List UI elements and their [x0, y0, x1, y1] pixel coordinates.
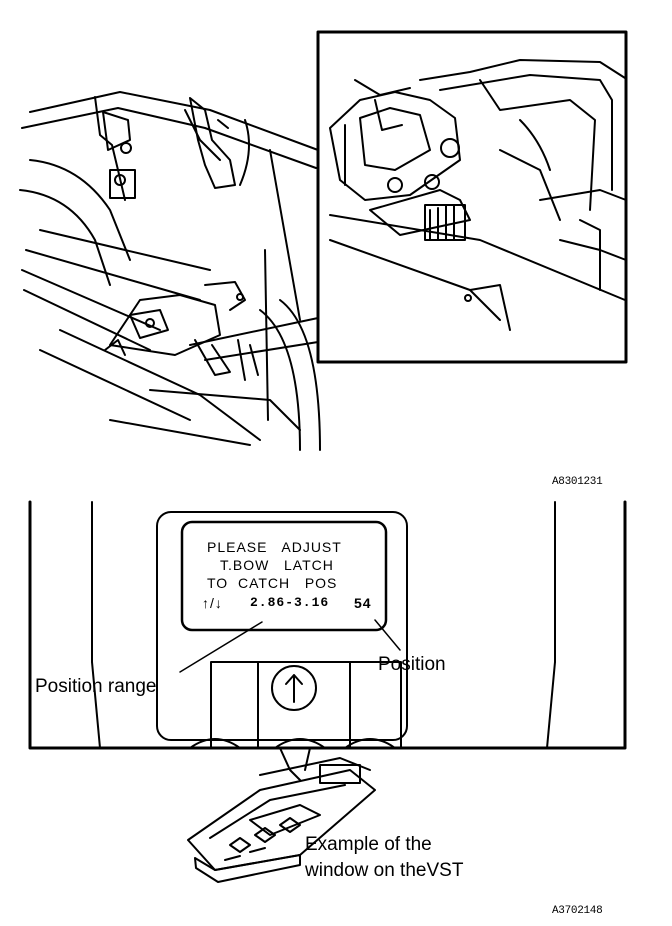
display-position-range: 2.86-3.16 — [250, 595, 330, 610]
vehicle-frame-drawing — [19, 91, 321, 451]
display-line-1: PLEASE ADJUST — [207, 539, 342, 555]
label-position-range: Position range — [35, 676, 157, 697]
figure-code-top: A8301231 — [552, 476, 603, 488]
display-position-value: 54 — [354, 595, 372, 611]
label-example-line2: window on theVST — [305, 860, 464, 881]
display-line-3: TO CATCH POS — [207, 575, 338, 591]
display-line-2: T.BOW LATCH — [220, 557, 334, 573]
display-arrows: ↑/↓ — [202, 595, 223, 611]
zoom-inset — [316, 30, 628, 364]
label-example-line1: Example of the — [305, 834, 432, 855]
vst-tool-drawing — [28, 500, 627, 883]
label-position: Position — [378, 654, 446, 675]
figure-code-bottom: A3702148 — [552, 905, 603, 917]
